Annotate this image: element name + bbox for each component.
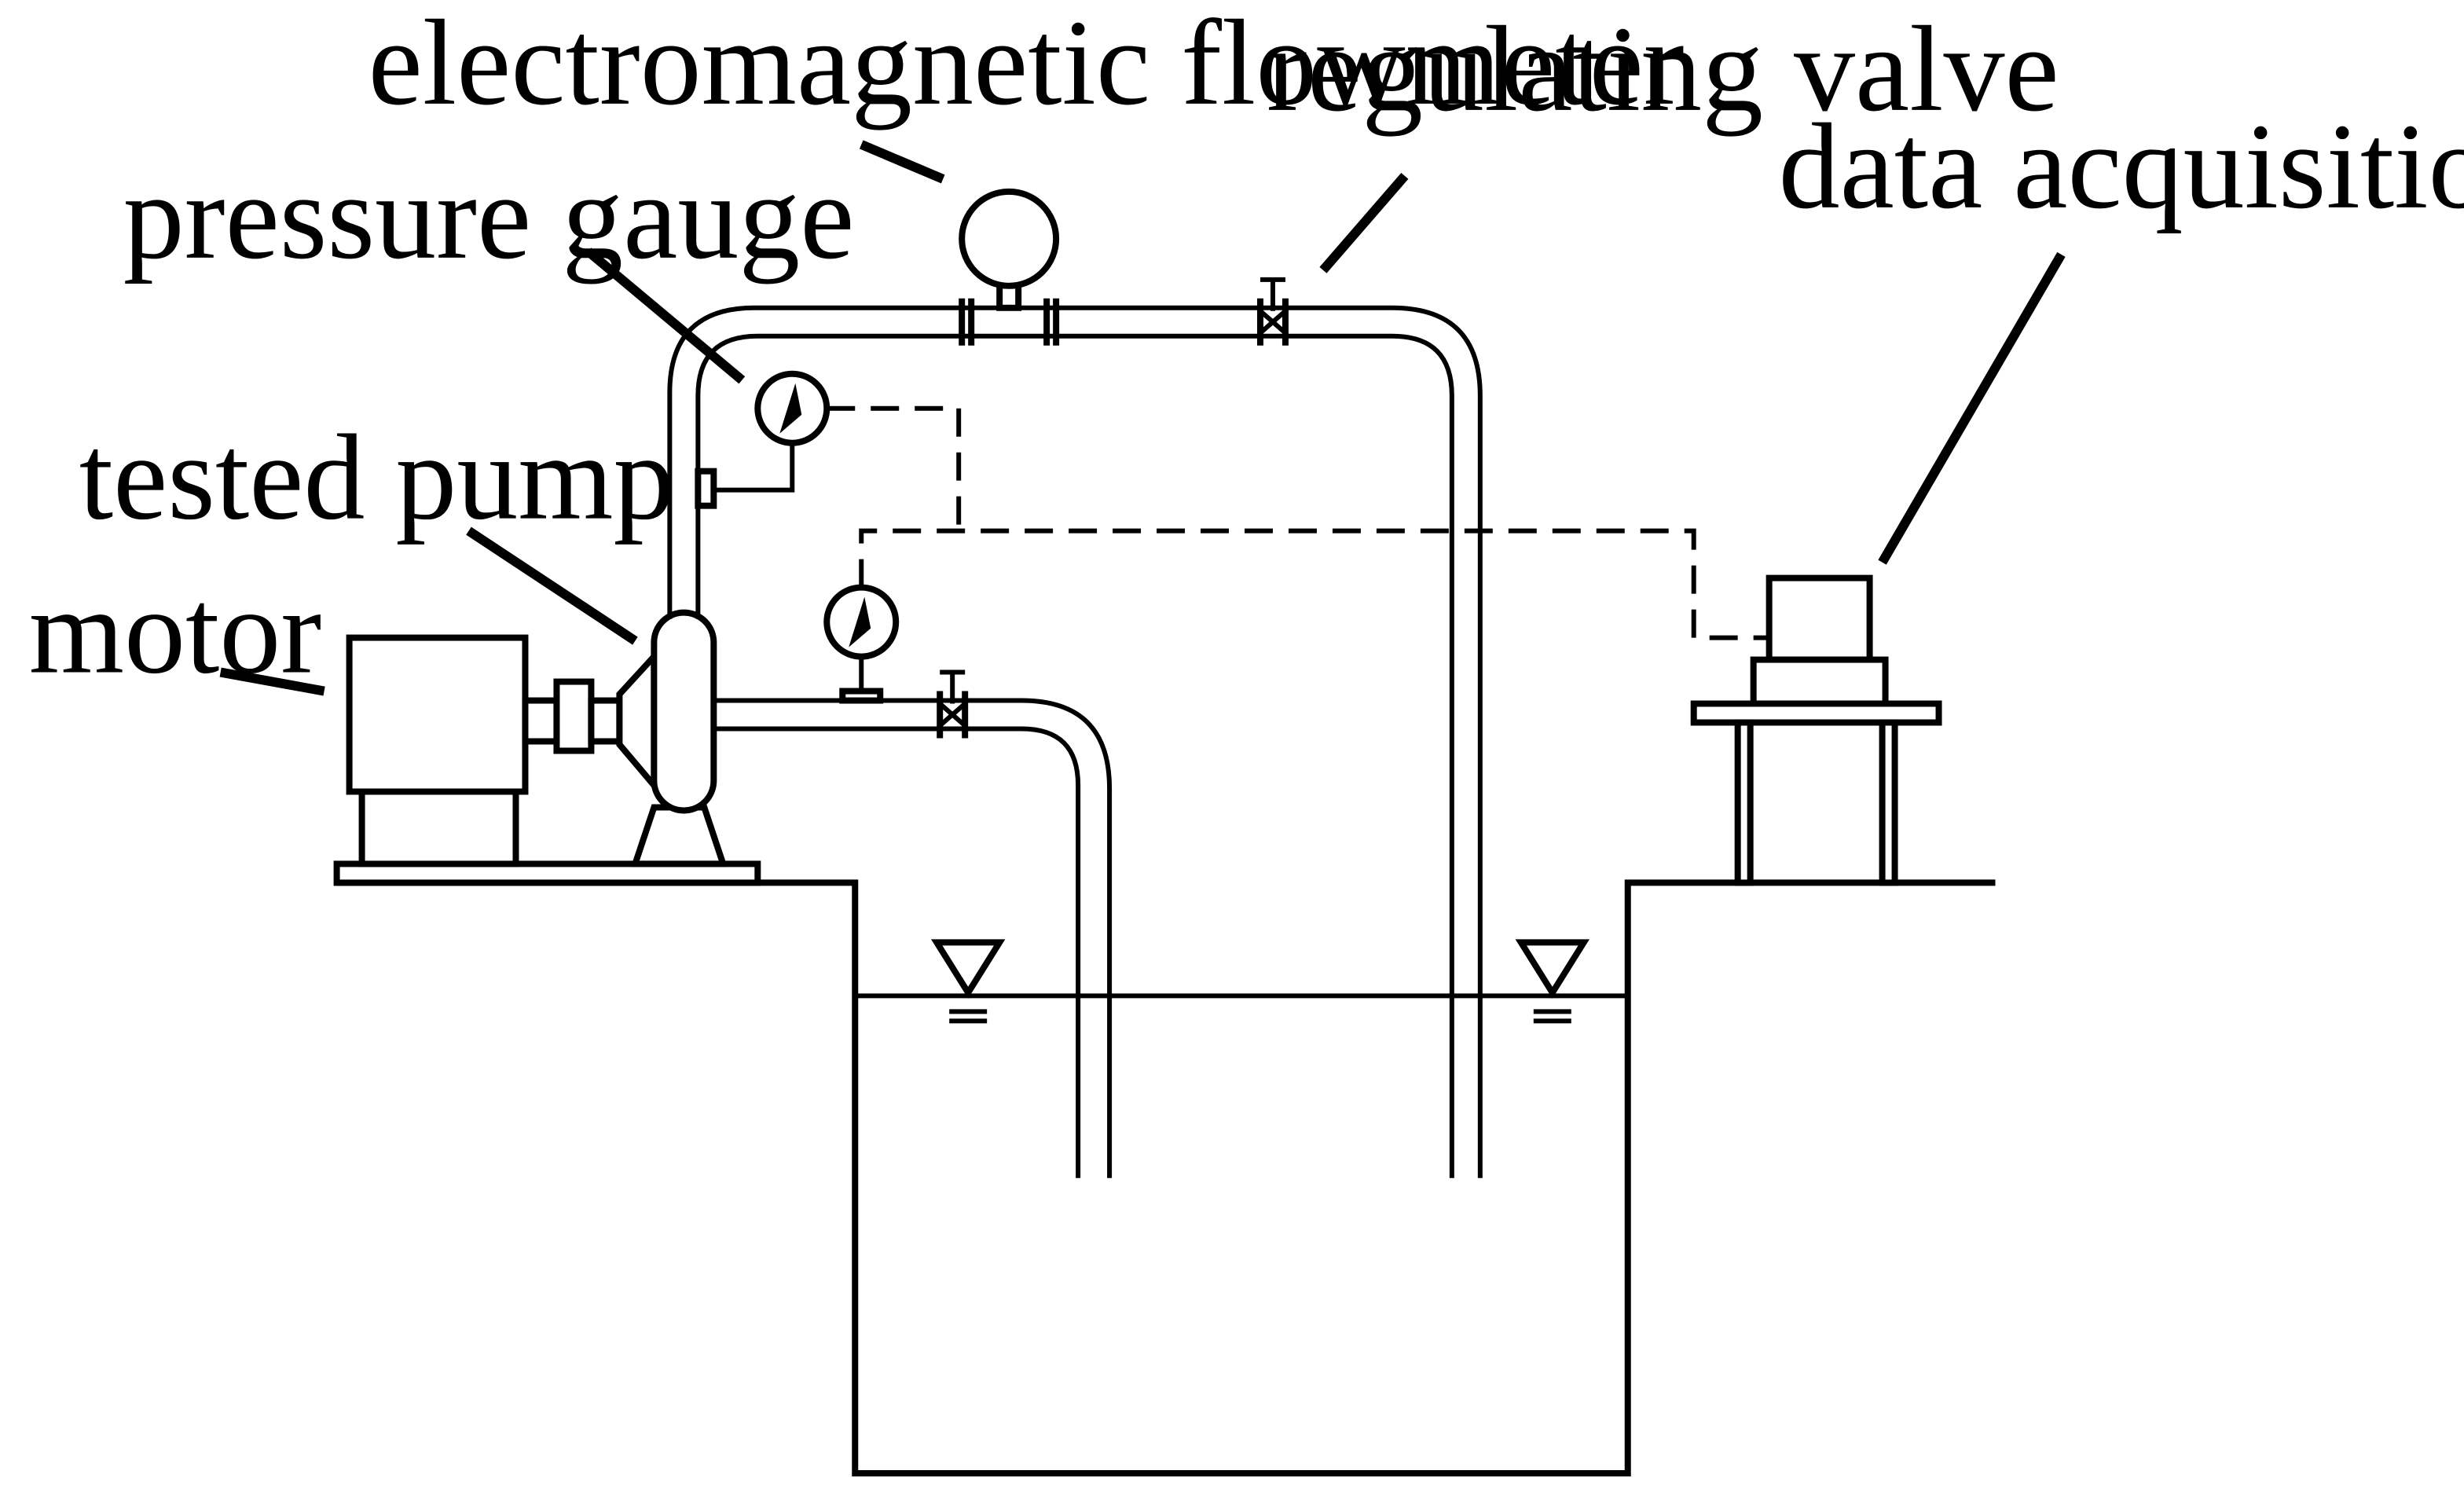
- discharge-pipe: [667, 305, 1483, 1179]
- signal-wiring: [827, 405, 1769, 640]
- wire-to-daq: [859, 528, 1769, 640]
- daq-table-top: [1690, 700, 1942, 726]
- leader-tested-pump: [466, 526, 638, 645]
- discharge-pressure-gauge: [695, 370, 830, 509]
- pressure-tap: [695, 468, 717, 509]
- suction-pipe: [713, 698, 1113, 1179]
- daq-table-leg-right: [1879, 719, 1898, 886]
- daq-unit-base: [1750, 656, 1889, 707]
- suction-gauge-base: [839, 688, 884, 704]
- gauge-needle-icon: [779, 383, 802, 434]
- gauge-needle-icon: [849, 596, 871, 647]
- electromagnetic-flowmeter: [959, 188, 1060, 346]
- motor-body: [346, 634, 529, 795]
- water-level-triangle-icon: [1515, 939, 1590, 999]
- leader-flowmeter: [859, 140, 945, 184]
- leader-motor: [219, 667, 325, 696]
- shaft-coupling: [553, 678, 595, 754]
- label-tested-pump: tested pump: [79, 409, 675, 545]
- label-electromagnetic-flowmeter: electromagnetic flowmeter: [368, 0, 1685, 130]
- motor: [333, 634, 761, 886]
- wire-discharge-gauge: [827, 405, 962, 531]
- leader-pressure-gauge: [585, 248, 746, 384]
- diagram-scale: electromagnetic flowmeter regulating val…: [29, 0, 2464, 1477]
- pump-shaft: [588, 697, 623, 745]
- flowmeter-icon: [959, 188, 1060, 289]
- tested-pump: [616, 609, 728, 867]
- pump-foot: [630, 804, 728, 867]
- motor-pump-base-plate: [333, 860, 761, 886]
- leader-data-acquisition: [1878, 251, 2066, 565]
- pump-volute-flange: [616, 648, 658, 794]
- water-level-symbol-right: [1515, 939, 1590, 1024]
- pump-casing: [651, 609, 717, 814]
- water-level-symbol-left: [930, 939, 1006, 1024]
- label-data-acquisition-system: data acquisition system: [1779, 98, 2464, 234]
- suction-pressure-gauge: [823, 584, 900, 704]
- daq-table-leg-left: [1734, 719, 1754, 886]
- suction-valve: [937, 669, 969, 739]
- data-acquisition-system: [1690, 574, 1942, 886]
- leader-regulating-valve: [1319, 172, 1409, 273]
- motor-base: [358, 788, 519, 867]
- motor-shaft: [522, 697, 560, 745]
- label-pressure-gauge: pressure gauge: [123, 149, 855, 284]
- label-motor: motor: [29, 563, 321, 699]
- sump-outline: [336, 879, 1996, 1477]
- daq-unit-top: [1766, 574, 1873, 663]
- water-level-triangle-icon: [930, 939, 1006, 999]
- ground-and-sump: [336, 879, 1996, 1477]
- leader-lines: [219, 140, 2066, 696]
- label-regulating-valve: regulating valve: [1267, 1, 2059, 137]
- regulating-valve: [1256, 277, 1289, 346]
